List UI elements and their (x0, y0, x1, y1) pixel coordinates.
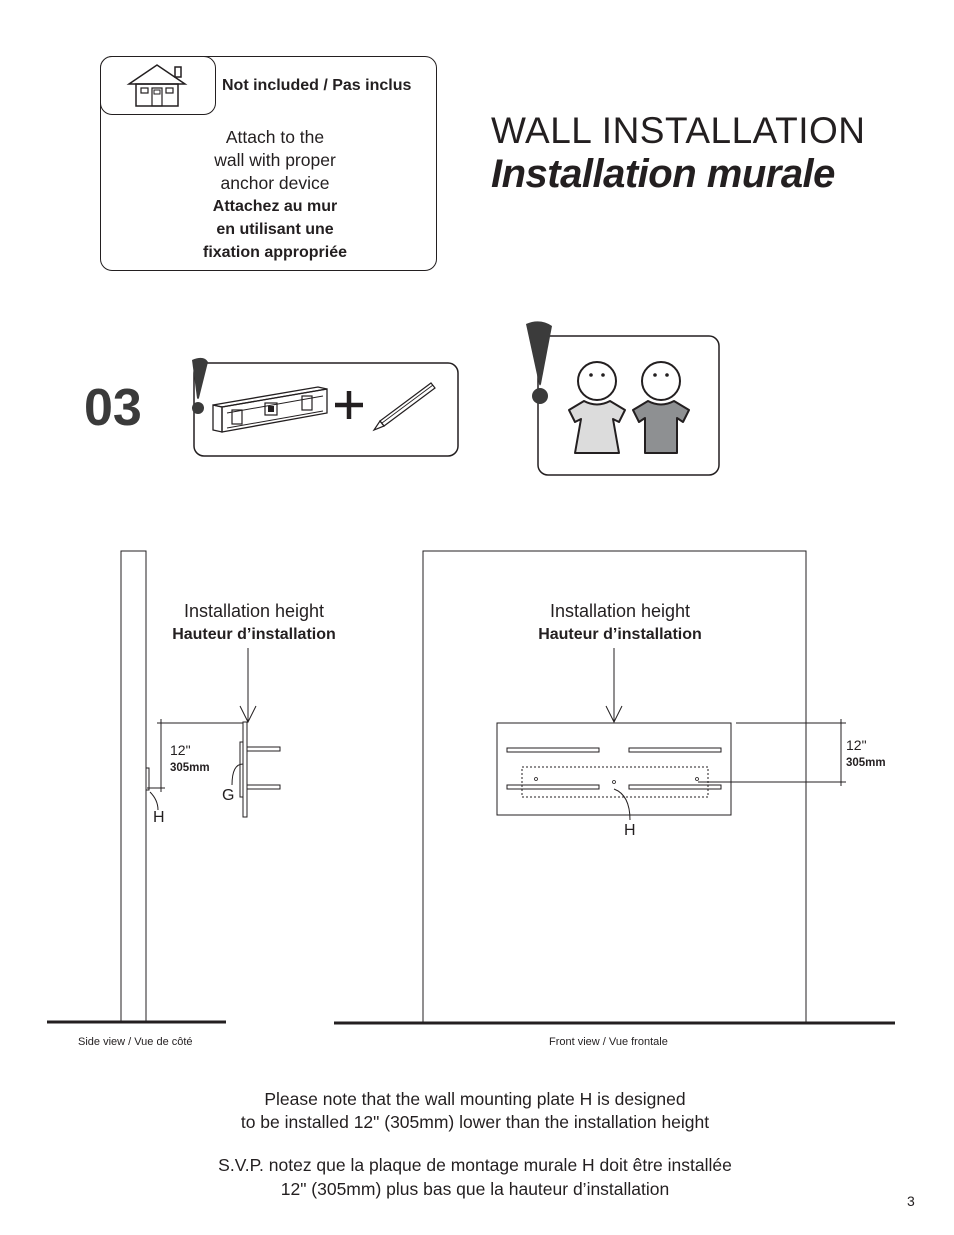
front-installation-height-label-fr: Hauteur d’installation (538, 626, 702, 643)
pencil-icon (372, 382, 436, 432)
side-installation-height-label: Installation height (183, 601, 325, 621)
warning-exclamation-icon (526, 321, 552, 386)
side-offset-inches: 12" (170, 742, 191, 758)
side-installation-height-label-fr: Hauteur d’installation (172, 626, 336, 643)
side-view-diagram (47, 550, 281, 1024)
front-installation-height-label: Installation height (549, 601, 691, 621)
person-icon-right (632, 361, 690, 454)
title-english: WALL INSTALLATION (491, 110, 866, 151)
front-offset-mm: 305mm (846, 757, 886, 769)
side-part-h-label: H (153, 809, 165, 826)
plus-sign (335, 391, 363, 419)
bottom-note-french: S.V.P. notez que la plaque de montage mu… (218, 1155, 732, 1199)
person-icon-left (568, 361, 626, 454)
house-icon-tab (100, 56, 216, 115)
not-included-note-box (100, 56, 437, 271)
front-view-diagram (334, 550, 895, 1025)
house-icon (126, 64, 188, 107)
tools-box (192, 357, 459, 457)
two-persons-box (526, 321, 720, 476)
title-french: Installation murale (491, 152, 835, 196)
front-view-caption: Front view / Vue frontale (549, 1036, 668, 1048)
front-part-h-label: H (624, 822, 636, 839)
side-view-caption: Side view / Vue de côté (78, 1036, 193, 1048)
page-number: 3 (907, 1193, 915, 1209)
part-g-label: G (222, 787, 235, 804)
level-icon (212, 386, 328, 433)
note-french-text: Attachez au mur en utilisant une fixatio… (202, 198, 348, 261)
bottom-note-english: Please note that the wall mounting plate… (240, 1089, 710, 1132)
step-number: 03 (84, 379, 142, 437)
warning-exclamation-icon (192, 357, 208, 399)
note-english-text: Attach to the wall with proper anchor de… (214, 127, 336, 193)
side-offset-mm: 305mm (170, 762, 210, 774)
not-included-label: Not included / Pas inclus (222, 77, 412, 94)
front-offset-inches: 12" (846, 737, 867, 753)
